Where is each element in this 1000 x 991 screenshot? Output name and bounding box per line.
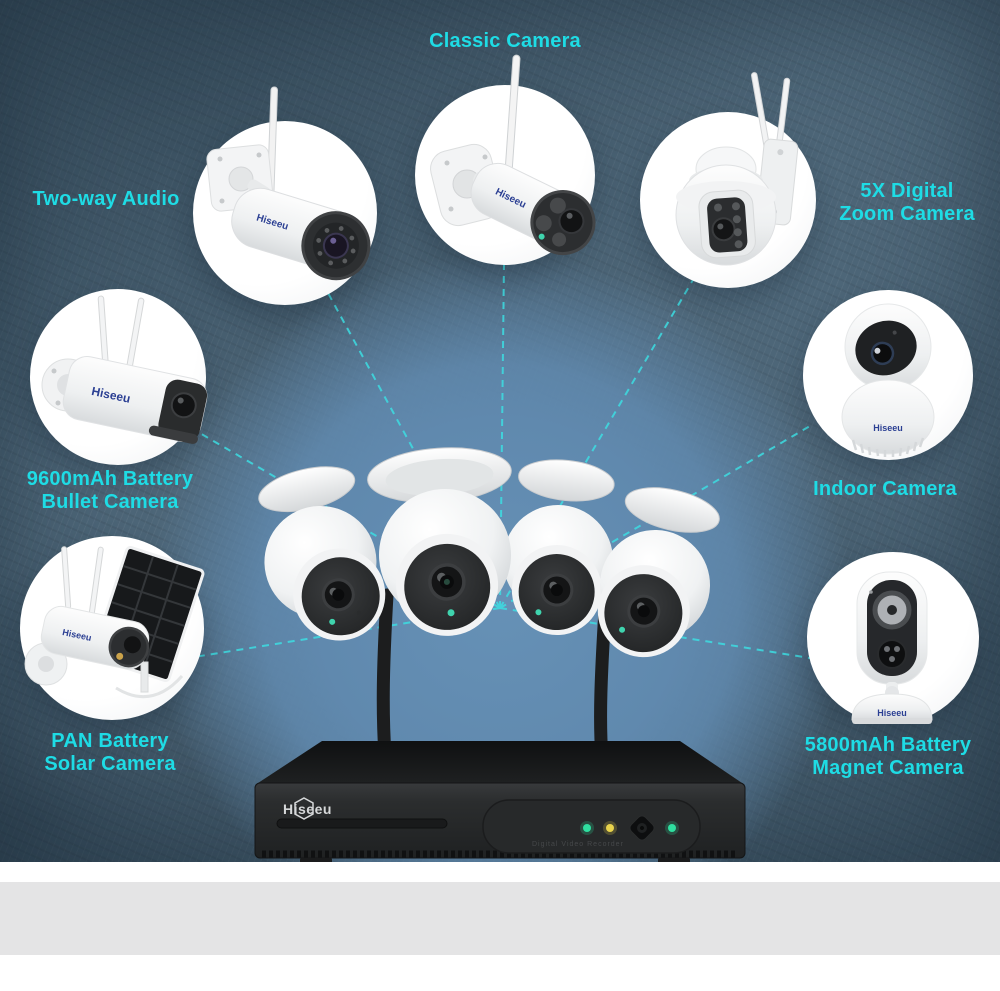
dome-camera-1	[258, 466, 386, 641]
antenna-icon	[61, 546, 72, 610]
antenna-icon	[97, 295, 109, 365]
circle-two-way-audio-camera: Hiseeu	[193, 86, 377, 305]
nvr-foot	[300, 858, 332, 862]
dome-camera-4	[597, 487, 720, 658]
circle-zoom5x-camera	[640, 72, 816, 288]
label-indoor-camera: Indoor Camera	[794, 478, 976, 501]
label-zoom5x-camera: 5X Digital Zoom Camera	[818, 180, 996, 226]
battery-bullet-camera-image: Hiseeu	[41, 295, 208, 444]
label-classic-camera: Classic Camera	[380, 30, 630, 53]
label-line: Two-way Audio	[32, 188, 180, 210]
circle-magnet-camera: Hiseeu	[807, 552, 979, 724]
label-two-way-audio: Two-way Audio	[8, 188, 204, 211]
hdd-led	[606, 824, 614, 832]
power-led	[583, 824, 591, 832]
zoom5x-camera-image	[675, 72, 799, 266]
nvr-kit-image: Hiseeu Digital Video Recorder	[254, 447, 746, 862]
nvr-kit-assembly: Hiseeu Digital Video Recorder	[200, 430, 800, 862]
magnet-camera-image: Hiseeu	[851, 571, 933, 724]
front-panel	[482, 799, 701, 854]
panel-text: Digital Video Recorder	[532, 841, 624, 848]
label-line: Bullet Camera	[41, 491, 179, 513]
nvr-foot	[658, 858, 690, 862]
status-led	[538, 233, 545, 240]
label-magnet-camera: 5800mAh Battery Magnet Camera	[788, 734, 988, 780]
status-leds	[580, 815, 679, 841]
dome-camera-3	[503, 459, 615, 636]
label-line: PAN Battery	[51, 730, 169, 752]
label-line: Indoor Camera	[813, 478, 957, 500]
nvr-image: Hiseeu Digital Video Recorder	[254, 741, 746, 862]
bottom-gray-bar	[0, 882, 1000, 955]
circle-battery-bullet-camera: Hiseeu	[30, 289, 208, 465]
label-line: Zoom Camera	[839, 203, 975, 225]
label-line: 5X Digital	[860, 180, 954, 202]
label-line: Solar Camera	[44, 753, 176, 775]
ir-receiver-icon	[629, 815, 655, 841]
antenna-icon	[88, 546, 104, 616]
label-battery-bullet-camera: 9600mAh Battery Bullet Camera	[14, 468, 206, 514]
dome-camera-2	[367, 447, 512, 636]
circle-indoor-camera: Hiseeu	[803, 290, 973, 460]
label-line: 5800mAh Battery	[804, 734, 972, 756]
net-led	[668, 824, 676, 832]
brand-mark: Hiseeu	[877, 708, 907, 718]
brand-mark: Hiseeu	[873, 423, 903, 433]
front-slot	[276, 818, 448, 829]
chalkboard-background: Hiseeu Hiseeu	[0, 0, 1000, 862]
link-indoor	[499, 425, 811, 609]
link-two-way	[321, 281, 501, 609]
label-line: 9600mAh Battery	[26, 468, 194, 490]
indoor-camera-image: Hiseeu	[841, 303, 935, 457]
two-way-audio-camera-image: Hiseeu	[206, 86, 371, 281]
label-line: Classic Camera	[429, 30, 581, 52]
hiseeu-logo: Hiseeu	[283, 797, 332, 820]
solar-camera-image: Hiseeu	[24, 546, 205, 698]
label-solar-camera: PAN Battery Solar Camera	[16, 730, 204, 776]
antenna-icon	[126, 297, 145, 370]
svg-text:Hiseeu: Hiseeu	[283, 801, 332, 817]
label-line: Magnet Camera	[812, 757, 964, 779]
circle-classic-camera: Hiseeu	[415, 54, 596, 265]
circle-solar-camera: Hiseeu	[20, 536, 205, 720]
classic-camera-image: Hiseeu	[430, 54, 596, 256]
